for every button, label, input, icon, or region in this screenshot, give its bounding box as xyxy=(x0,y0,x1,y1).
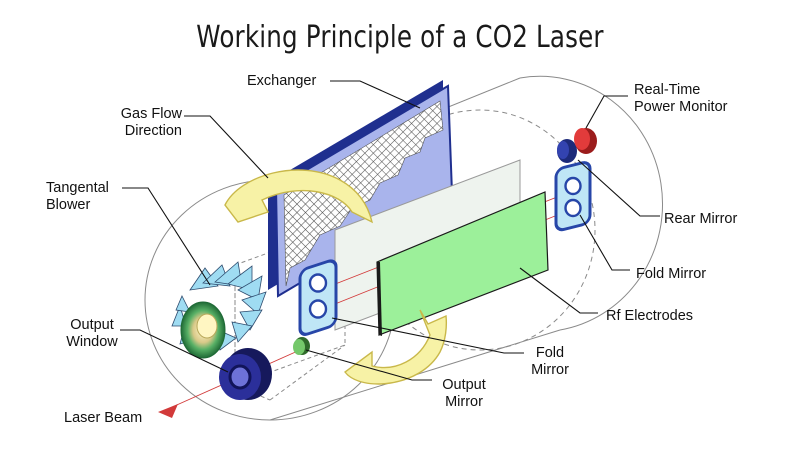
diagram-title: Working Principle of a CO2 Laser xyxy=(196,20,604,55)
label-rear-mirror: Rear Mirror xyxy=(664,211,738,227)
label-laser-beam: Laser Beam xyxy=(64,410,143,426)
leader-output-window xyxy=(120,329,229,373)
leader-gas-flow xyxy=(184,115,269,179)
rf-electrode-edge xyxy=(377,262,382,336)
output-window xyxy=(219,348,272,400)
fold-mirror-right-plate xyxy=(554,161,592,232)
gas-flow-arrows xyxy=(224,169,448,385)
gas-flow-arrow-bottom xyxy=(344,309,448,385)
exchanger-mesh xyxy=(283,100,444,287)
leader-power-monitor xyxy=(585,95,628,129)
leader-output-mirror xyxy=(305,349,432,381)
leader-lines xyxy=(120,80,660,381)
fold-mirror-center-hole-top xyxy=(308,273,328,293)
leader-rear-mirror xyxy=(577,159,660,217)
laser-beam-arrowhead xyxy=(158,404,178,418)
power-monitor xyxy=(574,128,597,154)
output-mirror-face xyxy=(293,339,305,355)
label-gas-flow-direction: Gas Flow Direction xyxy=(120,106,182,139)
label-fold-mirror-center: Fold Mirror xyxy=(531,345,569,378)
leader-exchanger xyxy=(330,80,421,109)
rear-mirror-face xyxy=(557,141,569,159)
fold-mirror-center-plate xyxy=(298,259,338,336)
gas-flow-arrow-top xyxy=(224,169,374,224)
label-real-time-power-monitor: Real-Time Power Monitor xyxy=(634,82,728,115)
blower-hub-center xyxy=(196,313,218,339)
fold-mirror-right-mount xyxy=(554,161,592,232)
housing-back-end xyxy=(519,75,664,331)
output-window-lens xyxy=(228,364,252,390)
label-output-mirror: Output Mirror xyxy=(442,377,486,410)
rf-electrodes xyxy=(376,191,549,336)
label-output-window: Output Window xyxy=(66,317,118,350)
housing-rear-ring-dashed xyxy=(364,109,596,351)
rear-mirror xyxy=(557,139,577,163)
output-mirror xyxy=(293,337,310,355)
label-tangental-blower: Tangental Blower xyxy=(46,180,109,213)
label-fold-mirror-right: Fold Mirror xyxy=(636,266,707,282)
label-exchanger: Exchanger xyxy=(247,73,317,89)
label-rf-electrodes: Rf Electrodes xyxy=(606,308,694,324)
tangental-blower xyxy=(171,261,267,359)
leader-fold-mirror-center xyxy=(331,317,524,354)
fold-mirror-right-hole-top xyxy=(564,176,582,196)
leader-tangental-blower xyxy=(122,187,211,286)
fold-mirror-center-hole-bottom xyxy=(308,299,328,319)
fold-mirror-center-mount xyxy=(298,259,338,336)
power-monitor-face xyxy=(574,128,590,150)
leader-fold-mirror-right xyxy=(579,214,630,271)
leader-rf-electrodes xyxy=(519,267,598,314)
fold-mirror-right-hole-bottom xyxy=(564,198,582,218)
